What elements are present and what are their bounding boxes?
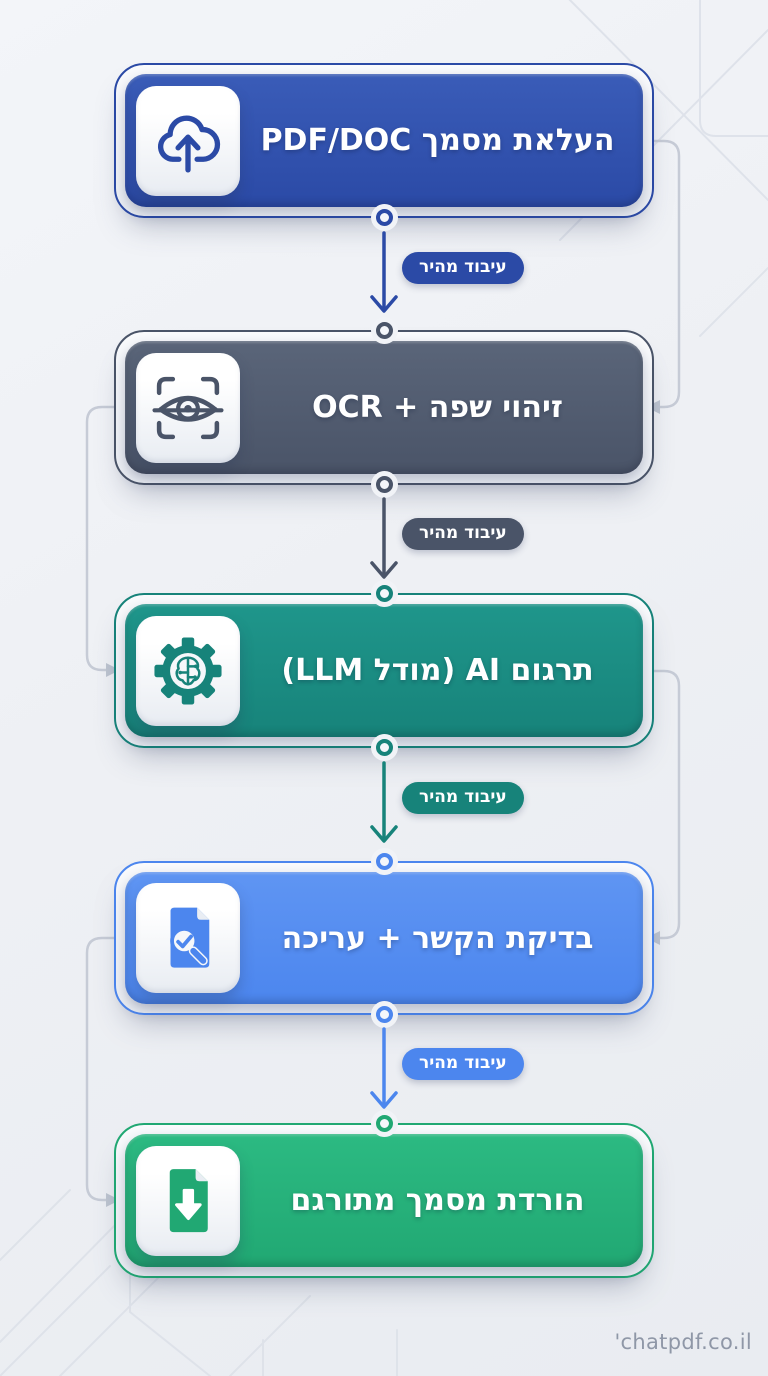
step-box-review: בדיקת הקשר + עריכה: [114, 853, 654, 1023]
connector-node: [375, 585, 393, 602]
ocr-scan-eye-icon: [136, 352, 240, 463]
step-label-upload: העלאת מסמך PDF/DOC: [260, 123, 615, 158]
connector-node: [375, 209, 393, 226]
step-box-translate: תרגום AI (מודל LLM): [114, 585, 654, 756]
processing-pill: עיבוד מהיר: [402, 782, 524, 814]
step-label-review: בדיקת הקשר + עריכה: [281, 920, 594, 956]
step-box-ocr-inner: זיהוי שפה + OCR: [125, 341, 643, 474]
connector-node: [375, 1115, 393, 1132]
step-box-ocr: זיהוי שפה + OCR: [114, 322, 654, 493]
step-box-upload-inner: העלאת מסמך PDF/DOC: [125, 74, 643, 207]
down-arrow-icon: [370, 231, 398, 313]
step-box-download-inner: הורדת מסמך מתורגם: [125, 1134, 643, 1267]
down-arrow-icon: [370, 761, 398, 843]
step-label-translate: תרגום AI (מודל LLM): [281, 653, 594, 688]
connector-4: עיבוד מהיר: [0, 1027, 768, 1113]
connector-1: עיבוד מהיר: [0, 231, 768, 317]
step-box-translate-inner: תרגום AI (מודל LLM): [125, 604, 643, 737]
connector-node: [375, 322, 393, 339]
ai-gear-brain-icon: [136, 615, 240, 726]
cloud-upload-icon: [136, 85, 240, 196]
connector-3: עיבוד מהיר: [0, 761, 768, 847]
document-check-magnifier-icon: [136, 883, 240, 993]
step-label-download: הורדת מסמך מתורגם: [290, 1183, 585, 1218]
down-arrow-icon: [370, 497, 398, 579]
step-label-ocr: זיהוי שפה + OCR: [312, 390, 563, 425]
connector-node: [375, 1006, 393, 1023]
step-box-review-inner: בדיקת הקשר + עריכה: [125, 872, 643, 1004]
processing-pill: עיבוד מהיר: [402, 252, 524, 284]
step-box-download: הורדת מסמך מתורגם: [114, 1115, 654, 1278]
connector-2: עיבוד מהיר: [0, 497, 768, 583]
processing-pill: עיבוד מהיר: [402, 518, 524, 550]
watermark-text: 'chatpdf.co.il: [614, 1330, 752, 1354]
connector-node: [375, 853, 393, 870]
processing-pill: עיבוד מהיר: [402, 1048, 524, 1080]
connector-node: [375, 739, 393, 756]
document-download-icon: [136, 1145, 240, 1256]
step-box-upload: העלאת מסמך PDF/DOC: [114, 63, 654, 226]
connector-node: [375, 476, 393, 493]
down-arrow-icon: [370, 1027, 398, 1109]
